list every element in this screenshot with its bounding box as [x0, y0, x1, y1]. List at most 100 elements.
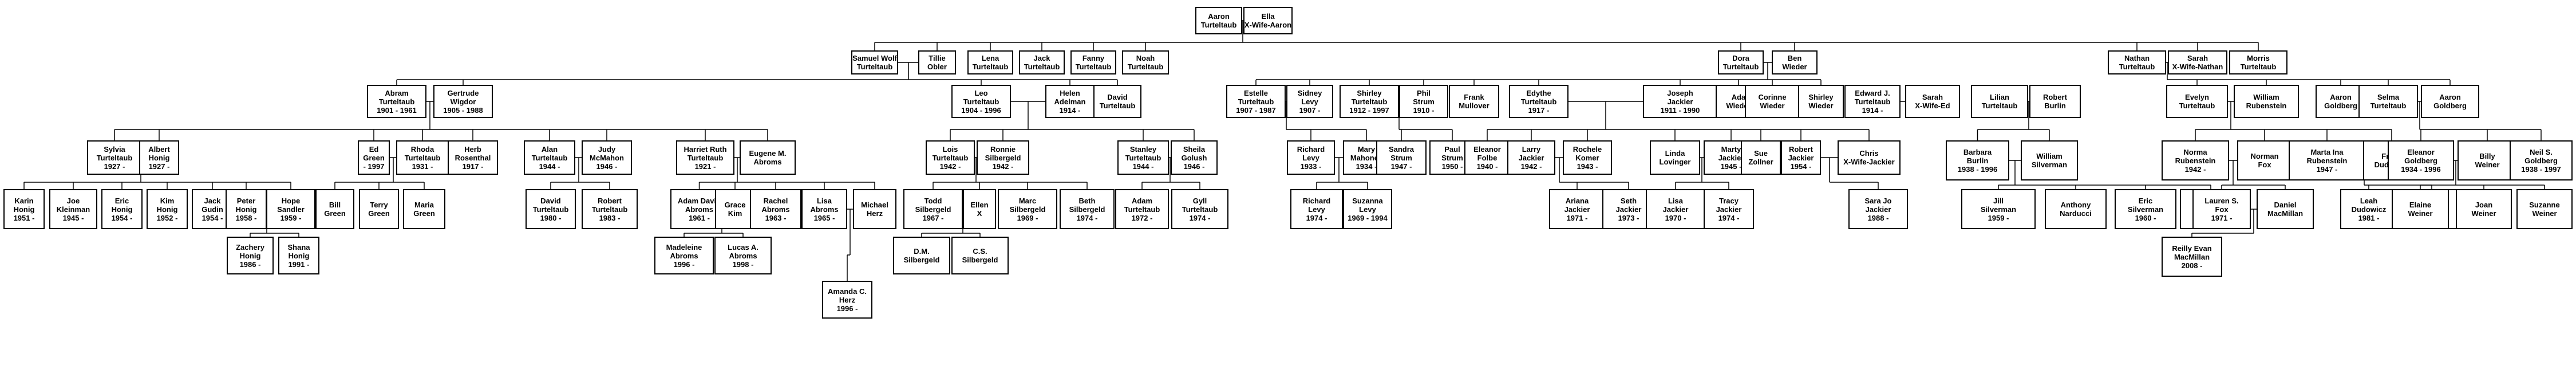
person-text: Abroms	[685, 205, 714, 214]
person-text: Reilly Evan	[2172, 244, 2212, 253]
person-text: X-Wife-Nathan	[2172, 62, 2223, 71]
person-text: 1973 -	[1618, 213, 1639, 222]
person-text: Wieder	[1760, 101, 1785, 110]
person-text: Shirley	[1357, 88, 1382, 97]
person-text: Lisa	[816, 196, 832, 205]
person-text: 1996 -	[836, 304, 858, 313]
person-box: Eugene M.Abroms	[740, 140, 796, 175]
person-text: Abram	[385, 88, 409, 97]
person-text: Sara Jo	[1864, 196, 1892, 205]
person-text: Lauren S.	[2204, 196, 2239, 205]
person-text: Turteltaub	[1124, 205, 1160, 214]
person-text: Lena	[981, 54, 999, 62]
person-text: Rachel	[763, 196, 788, 205]
person-text: 1942 -	[1520, 162, 1542, 171]
person-text: Goldberg	[2404, 156, 2437, 165]
person-text: Leo	[974, 88, 988, 97]
person-text: Ben	[1787, 54, 1802, 62]
person-text: Mahoney	[1350, 153, 1383, 162]
person-text: Adelman	[1054, 97, 1086, 106]
person-text: Joseph	[1667, 88, 1693, 97]
person-text: 1917 -	[1528, 105, 1550, 115]
person-text: William	[2036, 152, 2063, 160]
person-text: Todd	[924, 196, 942, 205]
person-text: Jackier	[1564, 205, 1590, 214]
person-text: Silverman	[1980, 205, 2017, 214]
person-text: 1952 -	[156, 213, 178, 222]
person-text: 1961 -	[689, 213, 710, 222]
person-text: Zachery	[236, 242, 264, 252]
person-text: Turteltaub	[1127, 62, 1164, 71]
person-text: Helen	[1060, 88, 1080, 97]
person-text: 1942 -	[939, 162, 961, 171]
person-text: Turteltaub	[404, 153, 441, 162]
person-text: 1931 -	[412, 162, 433, 171]
person-text: X-Wife-Jackier	[1843, 158, 1895, 166]
person-text: Jackier	[1718, 153, 1744, 162]
person-text: Marc	[1018, 196, 1037, 205]
person-text: Fanny	[1082, 54, 1105, 62]
person-text: Mullover	[1459, 101, 1490, 110]
person-text: Turteltaub	[1200, 21, 1237, 29]
person-text: Zollner	[1748, 158, 1773, 166]
person-text: Turteltaub	[687, 153, 724, 162]
person-text: Silbergeld	[1009, 205, 1046, 214]
person-text: Turteltaub	[856, 62, 893, 71]
person-text: Eric	[114, 196, 129, 205]
person-text: McMahon	[590, 153, 624, 162]
person-text: Abroms	[810, 205, 839, 214]
person-text: Silbergeld	[985, 153, 1021, 162]
person-text: 1971 -	[1566, 213, 1588, 222]
person-text: Levy	[1359, 205, 1376, 214]
person-text: Adam	[1131, 196, 1153, 205]
person-text: Fox	[2258, 160, 2271, 169]
person-text: Richard	[1302, 196, 1331, 205]
person-text: Tillie	[929, 54, 946, 62]
person-text: Green	[363, 153, 385, 162]
person-text: Turteltaub	[1722, 62, 1759, 71]
person-text: Jackier	[1667, 97, 1693, 106]
person-text: Rubenstein	[2306, 156, 2348, 165]
person-text: X-Wife-Ed	[1915, 101, 1950, 110]
person-text: Turteltaub	[1520, 97, 1557, 106]
person-text: Turteltaub	[1182, 205, 1218, 214]
person-text: Lovinger	[1659, 158, 1691, 166]
person-text: Weiner	[2475, 160, 2500, 169]
person-text: Stanley	[1129, 144, 1157, 154]
person-text: Chris	[1859, 149, 1879, 158]
person-text: Sheila	[1183, 144, 1206, 154]
person-text: Strum	[1390, 153, 1412, 162]
